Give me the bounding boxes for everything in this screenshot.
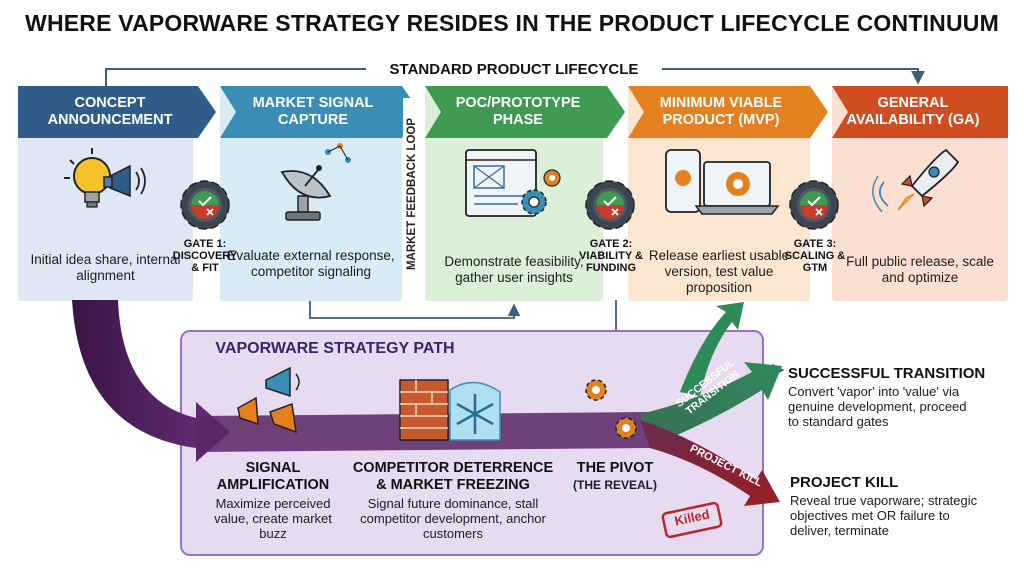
stage-ga: GENERAL AVAILABILITY (GA) Full public re… <box>832 86 1008 301</box>
outcome-success-title: SUCCESSFUL TRANSITION <box>788 365 986 382</box>
stage-signal-description: Evaluate external response, competitor s… <box>227 248 395 279</box>
feedback-loop-label: MARKET FEEDBACK LOOP <box>403 98 421 290</box>
kill-arrow <box>640 420 780 506</box>
megaphone-icon <box>103 164 146 198</box>
stage-poc: POC/PROTOTYPE PHASE Demonstrate feasibil… <box>425 86 625 301</box>
kill-stamp-icon <box>661 501 723 539</box>
stage-mvp-description: Release earliest usable version, test va… <box>648 248 790 295</box>
vaporware-title: VAPORWARE STRATEGY PATH <box>215 340 455 357</box>
stage-concept: CONCEPT ANNOUNCEMENT Initial idea share,… <box>18 86 216 301</box>
devices-icon <box>665 149 780 215</box>
feedback-line <box>309 300 521 319</box>
stage-poc-title: POC/PROTOTYPE PHASE <box>455 95 581 128</box>
step-pivot-subtitle: (THE REVEAL) <box>573 478 657 492</box>
step-pivot-title: THE PIVOT <box>576 460 654 476</box>
rocket-icon <box>872 148 960 213</box>
stage-concept-header: CONCEPT ANNOUNCEMENT <box>18 86 216 138</box>
snowflake-icon <box>449 381 501 441</box>
stage-signal-title: MARKET SIGNAL CAPTURE <box>252 95 374 128</box>
brick-wall-icon <box>399 379 449 441</box>
stage-poc-header: POC/PROTOTYPE PHASE <box>425 86 625 138</box>
gate-3-label: GATE 3: SCALING & GTM <box>784 238 846 274</box>
step-signal-description: Maximize perceived value, create market … <box>214 496 332 541</box>
stage-mvp-title: MINIMUM VIABLE PRODUCT (MVP) <box>659 95 783 128</box>
gate-check-icon <box>585 180 635 230</box>
stage-poc-description: Demonstrate feasibility, gather user ins… <box>444 254 584 285</box>
stage-ga-header: GENERAL AVAILABILITY (GA) <box>832 86 1008 138</box>
megaphone-icon <box>237 366 300 434</box>
gear-icon <box>585 379 637 439</box>
gate-1-label: GATE 1: DISCOVERY & FIT <box>172 238 238 274</box>
success-arrow <box>640 362 782 446</box>
upward-arrow <box>680 302 744 396</box>
stage-mvp-header: MINIMUM VIABLE PRODUCT (MVP) <box>628 86 828 138</box>
step-signal-title: SIGNAL AMPLIFICATION <box>216 460 330 493</box>
stage-ga-title: GENERAL AVAILABILITY (GA) <box>846 95 980 128</box>
gate-2-label: GATE 2: VIABILITY & FUNDING <box>579 238 643 274</box>
step-deterrence-title: COMPETITOR DETERRENCE & MARKET FREEZING <box>352 460 554 493</box>
satellite-dish-icon <box>280 143 351 221</box>
gear-icon <box>521 169 561 215</box>
page-title: WHERE VAPORWARE STRATEGY RESIDES IN THE … <box>25 10 999 36</box>
stage-concept-title: CONCEPT ANNOUNCEMENT <box>47 95 173 128</box>
wireframe-icon <box>465 149 537 217</box>
outcome-kill-description: Reveal true vaporware; strategic objecti… <box>790 493 978 538</box>
lifecycle-label: STANDARD PRODUCT LIFECYCLE <box>366 61 662 78</box>
vaporware-entry-arrow <box>72 300 230 462</box>
outcome-success-description: Convert 'vapor' into 'value' via genuine… <box>788 384 967 429</box>
outcome-kill-title: PROJECT KILL <box>790 474 899 491</box>
stage-signal-header: MARKET SIGNAL CAPTURE <box>220 86 420 138</box>
step-deterrence-description: Signal future dominance, stall competito… <box>360 496 546 541</box>
gate-check-icon <box>789 180 839 230</box>
gate-check-icon <box>180 180 230 230</box>
stage-ga-description: Full public release, scale and optimize <box>846 254 994 285</box>
stage-concept-description: Initial idea share, internal alignment <box>30 252 181 283</box>
